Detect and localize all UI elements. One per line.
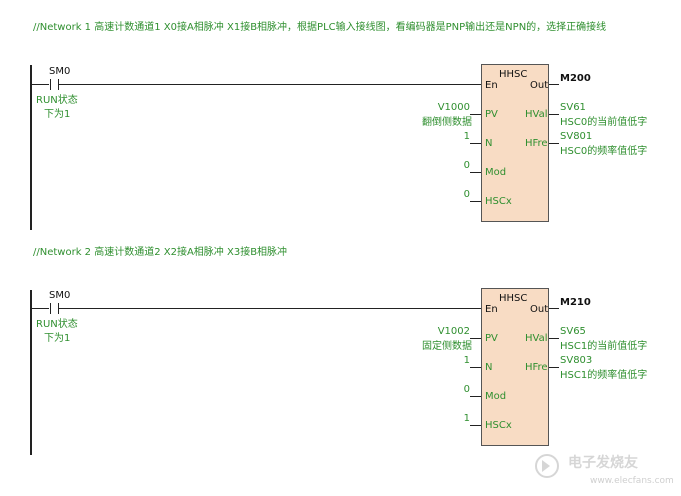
hval-value: SV61 — [560, 102, 586, 113]
pin-out: Out — [530, 304, 549, 315]
pv-value: V1000 — [437, 102, 470, 113]
hfre-value: SV803 — [560, 355, 593, 366]
hval-desc: HSC1的当前值低字 — [560, 341, 648, 352]
hfre-wire — [549, 367, 559, 368]
hfre-desc: HSC0的频率值低字 — [560, 146, 648, 157]
contact-right-bar — [58, 79, 59, 90]
out-value: M200 — [560, 73, 591, 84]
hhsc-block[interactable]: HHSC En Out PV HVal N HFre Mod HSCx — [481, 64, 549, 222]
rung-wire — [32, 84, 49, 85]
out-value: M210 — [560, 297, 591, 308]
pin-out: Out — [530, 80, 549, 91]
hval-wire — [549, 114, 559, 115]
out-wire — [549, 308, 559, 309]
hscx-value: 1 — [463, 413, 470, 424]
contact-right-bar — [58, 303, 59, 314]
contact-name: SM0 — [49, 290, 71, 301]
pin-hscx: HSCx — [485, 420, 512, 431]
power-rail — [30, 65, 32, 230]
pin-pv: PV — [485, 109, 498, 120]
n-value: 1 — [463, 131, 470, 142]
rung-wire — [32, 308, 49, 309]
hval-wire — [549, 338, 559, 339]
pin-hval: HVal — [525, 109, 548, 120]
hhsc-block[interactable]: HHSC En Out PV HVal N HFre Mod HSCx — [481, 288, 549, 446]
rung-wire-to-en — [59, 84, 481, 85]
out-wire — [549, 84, 559, 85]
pin-hscx: HSCx — [485, 196, 512, 207]
hscx-wire — [470, 201, 481, 202]
mod-value: 0 — [463, 384, 470, 395]
contact-desc-1: RUN状态 — [36, 319, 78, 330]
pin-en: En — [485, 304, 498, 315]
pin-hfre: HFre — [525, 138, 548, 149]
watermark-logo-icon — [535, 454, 559, 478]
pin-mod: Mod — [485, 391, 507, 402]
hfre-desc: HSC1的频率值低字 — [560, 370, 648, 381]
hscx-wire — [470, 425, 481, 426]
pin-mod: Mod — [485, 167, 507, 178]
pin-n: N — [485, 362, 493, 373]
block-title: HHSC — [499, 69, 528, 80]
block-title: HHSC — [499, 293, 528, 304]
pv-wire — [470, 338, 481, 339]
pin-en: En — [485, 80, 498, 91]
mod-wire — [470, 172, 481, 173]
contact-left-bar — [50, 303, 51, 314]
contact-desc-2: 下为1 — [44, 333, 71, 344]
n-value: 1 — [463, 355, 470, 366]
pv-wire — [470, 114, 481, 115]
contact-desc-2: 下为1 — [44, 109, 71, 120]
power-rail — [30, 290, 32, 455]
pv-value: V1002 — [437, 326, 470, 337]
n-wire — [470, 367, 481, 368]
watermark-brand: 电子发烧友 — [568, 455, 638, 471]
pv-desc: 翻倒侧数据 — [422, 117, 472, 128]
n-wire — [470, 143, 481, 144]
hval-value: SV65 — [560, 326, 586, 337]
pin-pv: PV — [485, 333, 498, 344]
hval-desc: HSC0的当前值低字 — [560, 117, 648, 128]
pv-desc: 固定侧数据 — [422, 341, 472, 352]
network-1-comment: //Network 1 高速计数通道1 X0接A相脉冲 X1接B相脉冲，根据PL… — [33, 22, 607, 33]
pin-n: N — [485, 138, 493, 149]
hfre-value: SV801 — [560, 131, 593, 142]
hscx-value: 0 — [463, 189, 470, 200]
contact-left-bar — [50, 79, 51, 90]
contact-desc-1: RUN状态 — [36, 95, 78, 106]
mod-value: 0 — [463, 160, 470, 171]
network-2-comment: //Network 2 高速计数通道2 X2接A相脉冲 X3接B相脉冲 — [33, 247, 288, 258]
mod-wire — [470, 396, 481, 397]
watermark-url: www.elecfans.com — [590, 476, 674, 486]
pin-hfre: HFre — [525, 362, 548, 373]
rung-wire-to-en — [59, 308, 481, 309]
contact-name: SM0 — [49, 66, 71, 77]
hfre-wire — [549, 143, 559, 144]
pin-hval: HVal — [525, 333, 548, 344]
